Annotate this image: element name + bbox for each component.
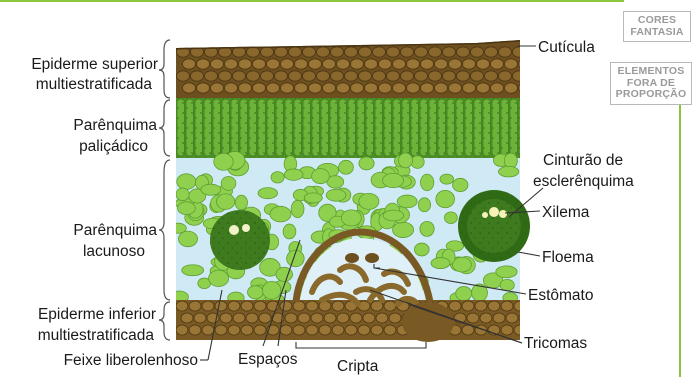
- tag-cores-fantasia: CORES FANTASIA: [623, 11, 691, 42]
- crypt-lip: [402, 302, 454, 342]
- label-cinturao-2: esclerênquima: [533, 173, 634, 190]
- label-xilema: Xilema: [542, 204, 590, 221]
- label-epiderme-superior-1: Epiderme superior: [31, 56, 158, 73]
- label-epiderme-superior-2: multiestratificada: [36, 76, 153, 93]
- tag-elementos-line-1: ELEMENTOS: [611, 66, 691, 78]
- label-braces: [159, 40, 170, 340]
- xylem-vessel: [489, 207, 499, 217]
- label-feixe-liberolenhoso: Feixe liberolenhoso: [64, 352, 198, 369]
- lower-epidermis-cells: [176, 301, 531, 335]
- label-parenquima-palicadico-2: paliçádico: [79, 138, 148, 155]
- label-estomato: Estômato: [528, 287, 593, 304]
- vascular-bundle-right: [458, 190, 530, 262]
- label-floema: Floema: [542, 249, 594, 266]
- tag-cores-line-1: CORES: [624, 15, 690, 27]
- label-epiderme-inferior-2: multiestratificada: [38, 327, 155, 344]
- tag-elementos-line-3: PROPORÇÃO: [611, 89, 691, 101]
- label-parenquima-lacunoso-1: Parênquima: [73, 222, 157, 239]
- xylem-vessel: [499, 210, 507, 218]
- label-cripta: Cripta: [337, 358, 379, 375]
- label-tricomas: Tricomas: [524, 335, 587, 352]
- label-parenquima-lacunoso-2: lacunoso: [83, 243, 145, 260]
- stomata-guard-cell: [345, 253, 359, 263]
- vascular-bundle-left: [210, 210, 270, 270]
- label-cinturao-1: Cinturão de: [543, 152, 623, 169]
- tag-elementos-fora-de-proporcao: ELEMENTOS FORA DE PROPORÇÃO: [610, 62, 692, 105]
- label-epiderme-inferior-1: Epiderme inferior: [38, 306, 156, 323]
- tag-cores-line-2: FANTASIA: [624, 27, 690, 39]
- stomata-guard-cell: [365, 253, 379, 263]
- label-espacos: Espaços: [238, 351, 298, 368]
- label-parenquima-palicadico-1: Parênquima: [73, 117, 157, 134]
- label-cuticula: Cutícula: [538, 39, 595, 56]
